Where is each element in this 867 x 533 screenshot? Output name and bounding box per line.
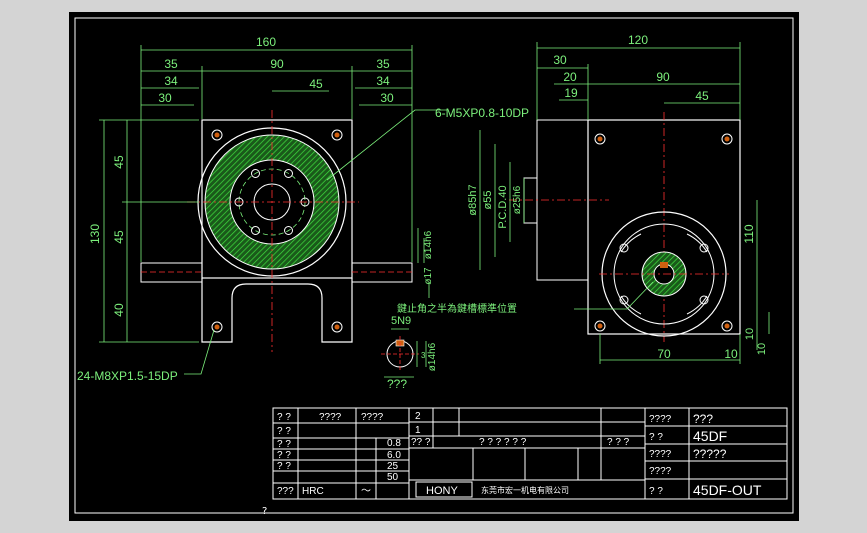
side-view: 120 30 20 90 19 45 ø85h7 ø55 P.C.D.40 ø2… [397, 33, 770, 364]
status-caption: ? [262, 506, 268, 517]
dim-19: 19 [564, 86, 578, 100]
right-shaft [351, 262, 413, 283]
tb-r5b: 45DF-OUT [693, 482, 762, 498]
mount-hole-icon [211, 129, 343, 333]
tb-l6-b: HRC [302, 486, 324, 497]
tb-l6-a: ??? [277, 486, 294, 497]
detail-title: ??? [387, 377, 407, 391]
dim-34-left: 34 [164, 74, 178, 88]
callout-24-m8: 24-M8XP1.5-15DP [77, 369, 178, 383]
tb-l3-c: 6.0 [387, 450, 401, 461]
tb-l1-c: ???? [361, 412, 384, 423]
tb-rev-hdr-c: ? ? ? [607, 437, 630, 448]
tb-r5a: ? ? [649, 486, 663, 497]
dim-35-right: 35 [376, 57, 390, 71]
dim-10-b: 10 [756, 343, 768, 355]
dim-10-a: 10 [744, 328, 756, 340]
dim-120: 120 [628, 33, 648, 47]
tb-l4-a: ? ? [277, 450, 291, 461]
tb-r4a: ???? [649, 466, 672, 477]
tb-r3a: ???? [649, 449, 672, 460]
keyway-note: 鍵止角之半為鍵槽標準位置 [397, 302, 517, 315]
dim-shaft-17: ø17 [423, 267, 434, 285]
cad-drawing: 160 35 90 35 34 34 30 45 30 45 130 45 40… [74, 17, 794, 514]
tb-rev-hdr-a: ?? ? [411, 437, 431, 448]
tb-l6-c: ～ [361, 486, 371, 497]
front-base [201, 278, 353, 343]
dim-130: 130 [88, 224, 102, 244]
tb-l2-c: 0.8 [387, 438, 401, 449]
tb-r3b: ????? [693, 447, 727, 461]
brand-label: HONY [426, 485, 458, 497]
keyway-detail: 5N9 3 ø14h6 ??? [381, 315, 438, 391]
tb-l1-a: ? ? [277, 412, 291, 423]
tb-l2-a: ? ? [277, 426, 291, 437]
dim-85h7: ø85h7 [467, 184, 479, 215]
tb-l3-a: ? ? [277, 439, 291, 450]
drawing-sheet: 160 35 90 35 34 34 30 45 30 45 130 45 40… [69, 12, 799, 521]
output-shaft [523, 177, 538, 224]
tb-l1-b: ???? [319, 412, 342, 423]
tb-rev-hdr-b: ? ? ? ? ? ? [479, 437, 527, 448]
dim-45-lower: 45 [112, 230, 126, 244]
dim-110: 110 [742, 224, 756, 243]
dim-45-side: 45 [695, 89, 709, 103]
dim-20: 20 [563, 70, 577, 84]
tb-rev1: 1 [415, 425, 421, 436]
dim-90: 90 [270, 57, 284, 71]
callout-6-m5: 6-M5XP0.8-10DP [435, 106, 529, 120]
tb-rev2: 2 [415, 411, 421, 422]
title-block [272, 407, 788, 500]
tb-r1b: ??? [693, 412, 713, 426]
front-body [201, 119, 353, 279]
dim-90-side: 90 [656, 70, 670, 84]
dim-10-c: 10 [724, 347, 738, 361]
dim-55: ø55 [482, 191, 494, 210]
dim-30: 30 [553, 53, 567, 67]
company-name: 东莞市宏一机电有限公司 [481, 485, 569, 495]
dim-45-upper: 45 [112, 155, 126, 169]
dim-45: 45 [309, 77, 323, 91]
dim-34-right: 34 [376, 74, 390, 88]
tb-l5-a: ? ? [277, 461, 291, 472]
tb-r2b: 45DF [693, 428, 727, 444]
dim-35-left: 35 [164, 57, 178, 71]
title-block-text: ? ? ???? ???? ? ? 0.8 ? ? 6.0 ? ? 25 ? ?… [277, 411, 762, 498]
tb-r2a: ? ? [649, 432, 663, 443]
detail-14h6: ø14h6 [427, 342, 438, 371]
front-view: 160 35 90 35 34 34 30 45 30 45 130 45 40… [77, 35, 529, 383]
dim-40: 40 [112, 303, 126, 317]
dim-70: 70 [657, 347, 671, 361]
dim-160: 160 [256, 35, 276, 49]
detail-5n9: 5N9 [391, 315, 411, 327]
inner-border [74, 17, 794, 514]
tb-l5-c: 50 [387, 472, 399, 483]
dim-shaft-14h6: ø14h6 [423, 230, 434, 259]
dim-30-right: 30 [380, 91, 394, 105]
dim-25h6: ø25h6 [512, 185, 523, 214]
tb-r1a: ???? [649, 414, 672, 425]
left-shaft [140, 262, 203, 283]
dim-pcd40: P.C.D.40 [497, 185, 509, 228]
detail-3: 3 [421, 351, 426, 360]
tb-l4-c: 25 [387, 461, 399, 472]
dim-30-left: 30 [158, 91, 172, 105]
side-mount-hole-icon [594, 133, 733, 332]
